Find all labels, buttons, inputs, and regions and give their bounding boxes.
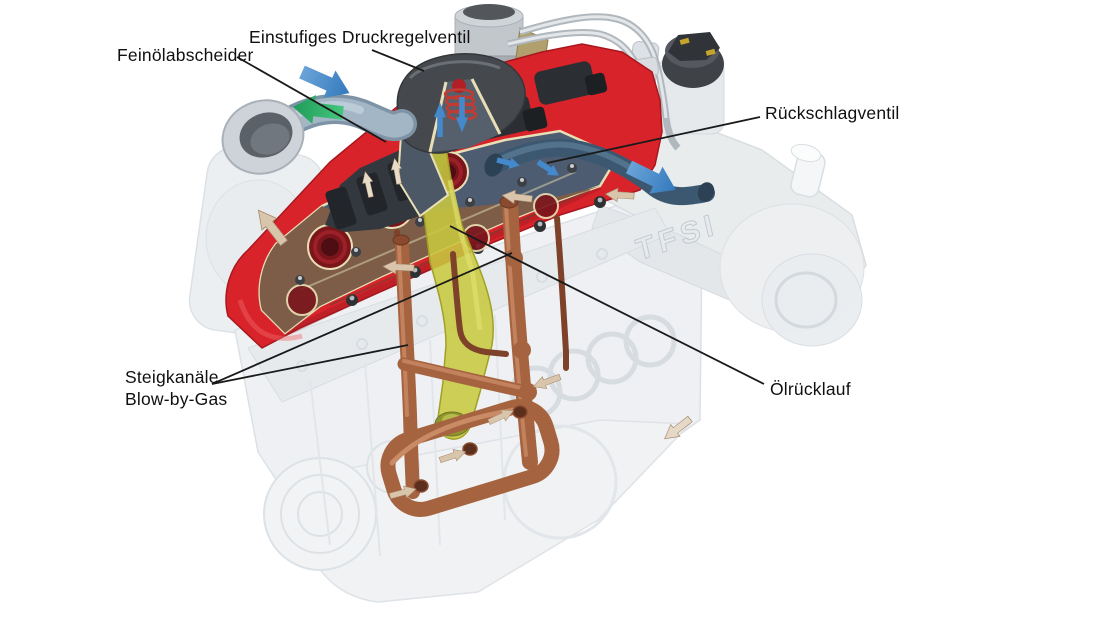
block-ribs-ghost — [309, 314, 506, 557]
leader-lines — [211, 49, 765, 385]
label-oil-return: Ölrücklauf — [770, 379, 851, 399]
flange-ring-ghost — [774, 271, 838, 329]
leader-check-valve — [546, 116, 761, 164]
oil-can-icon — [705, 48, 716, 56]
label-check-valve: Rückschlagventil — [765, 103, 900, 123]
throttle-flange-ghost — [761, 253, 863, 347]
label-riser-channels-line2: Blow-by-Gas — [125, 389, 228, 409]
interior-bolts — [295, 163, 577, 285]
riser-channels — [380, 194, 569, 517]
oil-can-icon — [679, 37, 690, 45]
leader-pressure-valve — [371, 49, 425, 72]
pressure-control-valve — [396, 53, 526, 218]
leader-fine-oil-separator — [236, 56, 387, 143]
leader-oil-return — [449, 225, 765, 385]
leader-riser-channels-1 — [211, 344, 409, 385]
intake-funnel — [221, 99, 305, 175]
label-fine-oil-separator: Feinölabscheider — [117, 45, 254, 65]
riser-inlet-stubs — [413, 405, 528, 493]
coolant-stub-ghost — [790, 143, 826, 198]
label-riser-channels: Steigkanäle Blow-by-Gas — [125, 366, 227, 410]
valve-cutaway — [428, 78, 502, 153]
oil-filler-cap — [662, 32, 724, 88]
leader-riser-channels-2 — [211, 252, 513, 385]
label-pressure-regulating-valve: Einstufiges Druckregelventil — [249, 27, 471, 47]
riser-bottom-frame — [380, 399, 560, 517]
label-riser-channels-line1: Steigkanäle — [125, 367, 219, 387]
